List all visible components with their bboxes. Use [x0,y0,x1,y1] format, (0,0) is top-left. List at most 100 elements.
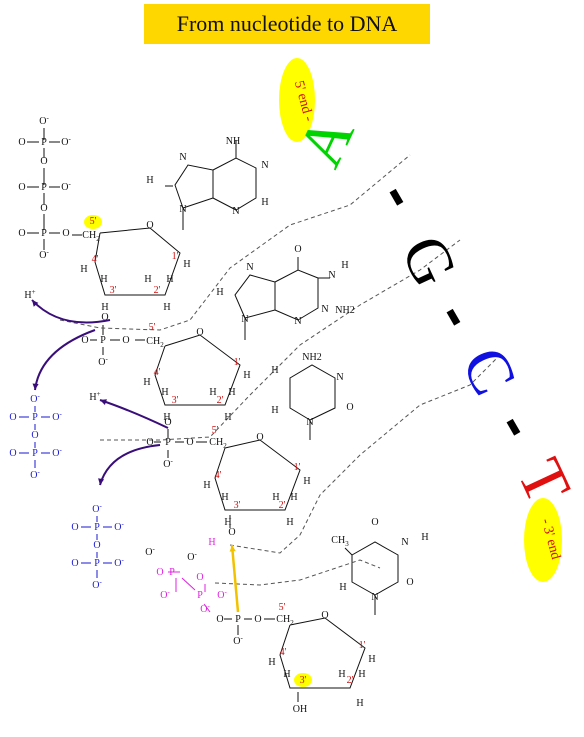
atom-label: H [271,405,278,416]
atom-label: O [146,220,153,231]
atom-label: N [179,204,186,215]
atom-label: O- [160,588,170,601]
atom-label: O [321,610,328,621]
atom-label: H [146,175,153,186]
ring-bond [289,364,336,421]
atom-label: 2' [279,500,286,511]
sequence-letter: C [448,337,530,406]
atom-label: H [143,377,150,388]
atom-label: N [371,592,378,603]
atom-label: H [356,698,363,709]
atom-label: O [40,156,47,167]
atom-label: 1' [294,462,301,473]
arrow-head [229,545,236,552]
atom-label: O [186,437,193,448]
atom-label: N [321,304,328,315]
arrow-head [32,383,39,390]
atom-label: P [41,182,47,193]
atom-label: H [268,657,275,668]
page-title: From nucleotide to DNA [144,4,430,44]
atom-label: H+ [89,390,100,403]
highlight-5prime [84,215,102,229]
atom-label: H [80,264,87,275]
atom-label: N [328,270,335,281]
atom-label: O [81,335,88,346]
atom-label: O [216,614,223,625]
atom-label: O [71,558,78,569]
purple-arrow-pp2 [99,444,161,486]
atom-label: P [235,614,241,625]
reaction-arrows [31,299,240,613]
atom-label: 1' [359,640,366,651]
atom-label: N [306,417,313,428]
yellow-arrow [230,544,240,613]
atom-label: H [224,517,231,528]
ring-bond [212,157,257,211]
atom-label: 1' [172,251,179,262]
atom-label: 3' [234,500,241,511]
atom-label: NH2 [302,352,321,363]
ring-bond [279,617,366,689]
atom-label: O- [98,355,108,368]
atom-label: P [32,412,38,423]
atom-label: H [271,365,278,376]
arrow-head [32,300,39,307]
atom-label: H [358,669,365,680]
atom-label: P [94,558,100,569]
atom-label: O [101,312,108,323]
atom-label: 2' [347,675,354,686]
atom-label: O- [30,468,40,481]
atom-label: H [421,532,428,543]
ring-bond [214,439,301,511]
atom-label: H [338,669,345,680]
atom-label: H [303,476,310,487]
ring-bond [351,541,399,596]
atom-label: O- [163,457,173,470]
atom-label: H [163,412,170,423]
atom-label: OH [293,704,307,715]
atom-label: 5' [212,425,219,436]
atom-label: H [228,387,235,398]
atom-label: O- [30,392,40,405]
atom-label: H [100,274,107,285]
bond [181,577,196,591]
atom-label: 3' [110,285,117,296]
atom-label: O [18,182,25,193]
atom-label: CH2 [82,230,100,243]
atom-label: H [341,260,348,271]
atom-label: O [71,522,78,533]
atom-label: H [101,302,108,313]
atom-label: CH2 [209,437,227,450]
bond-lines [19,128,399,702]
sequence-letters: A-G-C-T5' end -- 3' end [284,79,584,561]
atom-label: O- [187,550,197,563]
atom-label: CH2 [146,336,164,349]
ring-bond [94,227,181,296]
arrow-head [98,478,105,485]
atom-label: O [156,567,163,578]
atom-label: H [221,492,228,503]
separator-dash: - [484,399,552,450]
ring-bond [274,269,319,321]
atom-label: H [163,302,170,313]
atom-label: O- [92,578,102,591]
atom-label: H [339,582,346,593]
ring-bond [100,239,461,441]
atom-label: O- [52,446,62,459]
ring-bond [214,559,381,586]
atom-label: O [196,572,203,583]
atom-label: O [371,517,378,528]
atom-label: O [31,430,38,441]
atom-label: O [294,244,301,255]
atom-label: N [246,262,253,273]
atom-label: O [93,540,100,551]
atom-label: O [122,335,129,346]
atom-label: 2' [217,395,224,406]
atom-label: N [401,537,408,548]
atom-label: H [166,274,173,285]
highlight-3prime [294,673,312,687]
atom-label: H [290,492,297,503]
atom-label: O- [39,248,49,261]
separator-dash: - [424,289,492,340]
